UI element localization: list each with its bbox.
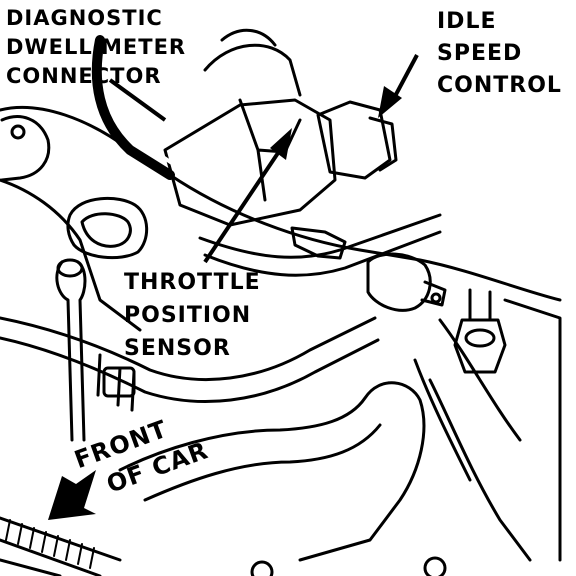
pointer-arrows: [48, 54, 419, 520]
fuel-line-upper: [0, 316, 377, 382]
right-sensor-hole: [430, 292, 442, 304]
hose-ribs: [5, 519, 95, 569]
isc-motor-cap: [368, 116, 398, 172]
block-right: [428, 298, 562, 562]
pointer-arrow-icon: [378, 86, 402, 118]
label-line: SENSOR: [124, 336, 231, 361]
pointer-arrow-icon: [391, 54, 419, 101]
pointer-arrow-icon: [203, 148, 282, 264]
block-stud: [453, 288, 507, 374]
manifold-lower-edge: [0, 178, 142, 332]
fuel-line-lower: [0, 336, 380, 404]
left-tube: [55, 260, 87, 442]
direction-arrow-icon: [48, 470, 96, 520]
label-line: DIAGNOSTIC: [6, 6, 163, 30]
vacuum-line: [198, 213, 442, 277]
throttle-position-sensor-label: THROTTLE POSITION SENSOR: [124, 266, 261, 365]
throttle-body: [163, 98, 337, 227]
block-right-ribs: [413, 318, 522, 482]
intake-runner-inner: [143, 423, 382, 502]
tube-loop: [56, 258, 84, 278]
stud-cap: [464, 328, 496, 348]
manifold-body: [0, 105, 562, 302]
right-sensor: [366, 252, 432, 312]
idle-speed-control-label: IDLE SPEED CONTROL: [437, 6, 562, 102]
bottom-bolt-2: [423, 556, 447, 576]
label-line: DWELL METER: [6, 34, 187, 59]
label-line: SPEED: [437, 40, 523, 66]
label-line: THROTTLE: [124, 270, 261, 295]
thermostat-housing-inner: [80, 212, 132, 248]
label-line: POSITION: [124, 303, 252, 328]
label-line: IDLE: [437, 9, 497, 34]
flange-bolt-hole: [10, 124, 26, 140]
throttle-body-top: [203, 28, 302, 97]
bottom-bolt-1: [250, 560, 274, 576]
left-flange: [0, 115, 51, 182]
pointer-arrow-icon: [108, 78, 167, 122]
line-clip: [102, 366, 136, 398]
intake-runner: [118, 381, 426, 562]
pointer-arrow-icon: [270, 128, 292, 160]
radiator-hose: [0, 516, 122, 576]
tps-connector: [290, 226, 347, 260]
label-line: CONNECTOR: [6, 63, 162, 88]
throttle-linkage: [238, 98, 302, 202]
isc-motor: [316, 100, 392, 180]
diag-wire-b: [106, 40, 177, 167]
right-sensor-stem: [420, 280, 447, 307]
label-line: CONTROL: [437, 72, 562, 98]
thermostat-housing: [66, 196, 149, 260]
diagnostic-connector-label: DIAGNOSTIC DWELL METER CONNECTOR: [6, 4, 186, 91]
diag-wire-a: [91, 35, 175, 180]
